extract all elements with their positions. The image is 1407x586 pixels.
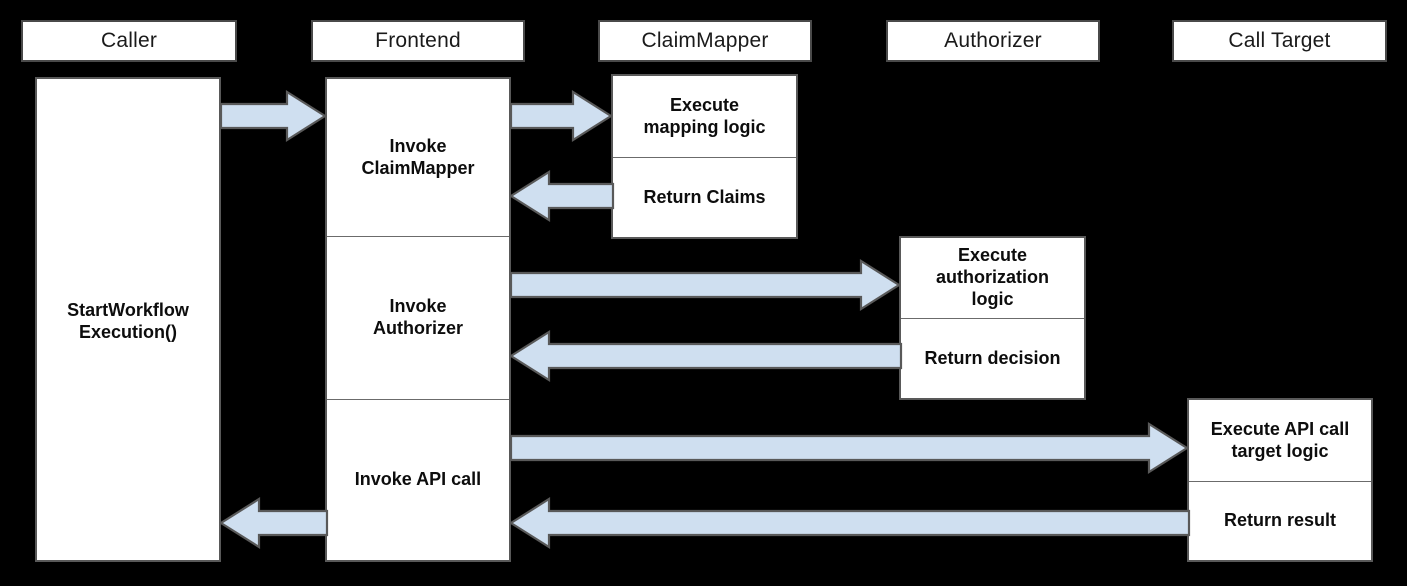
cell-caller-startworkflowexecution: StartWorkflow Execution() xyxy=(67,299,189,342)
lane-header-calltarget: Call Target xyxy=(1172,20,1387,62)
lane-header-caller-label: Caller xyxy=(100,29,158,52)
lane-header-claimmapper: ClaimMapper xyxy=(598,20,812,62)
lane-body-frontend: Invoke ClaimMapper Invoke Authorizer Inv… xyxy=(325,77,511,562)
cell-claimmapper-execute-mapping-logic: Execute mapping logic xyxy=(643,94,766,137)
arrow-authorizer-to-frontend xyxy=(508,330,903,382)
cell-authorizer-execute-authorization-logic: Execute authorization logic xyxy=(936,245,1049,309)
lane-header-frontend: Frontend xyxy=(311,20,525,62)
arrow-frontend-to-authorizer xyxy=(509,259,902,311)
lane-body-caller: StartWorkflow Execution() xyxy=(35,77,221,562)
divider-frontend-1 xyxy=(327,236,509,237)
lane-body-authorizer: Execute authorization logic Return decis… xyxy=(899,236,1086,400)
cell-frontend-invoke-api-call: Invoke API call xyxy=(354,469,482,490)
cell-frontend-invoke-claimmapper: Invoke ClaimMapper xyxy=(361,135,475,178)
lane-header-authorizer: Authorizer xyxy=(886,20,1100,62)
arrow-frontend-to-claimmapper xyxy=(509,90,614,142)
lane-body-claimmapper: Execute mapping logic Return Claims xyxy=(611,74,798,239)
lane-header-caller: Caller xyxy=(21,20,237,62)
cell-frontend-invoke-authorizer: Invoke Authorizer xyxy=(373,296,463,338)
lane-header-frontend-label: Frontend xyxy=(375,29,461,52)
divider-frontend-2 xyxy=(327,399,509,400)
lane-body-calltarget: Execute API call target logic Return res… xyxy=(1187,398,1373,562)
divider-claimmapper-1 xyxy=(613,157,796,158)
lane-header-authorizer-label: Authorizer xyxy=(944,29,1042,52)
arrow-calltarget-to-frontend xyxy=(508,497,1191,549)
cell-calltarget-execute-api-call-target-logic: Execute API call target logic xyxy=(1210,418,1350,461)
arrow-frontend-to-calltarget xyxy=(509,422,1190,474)
arrow-claimmapper-to-frontend xyxy=(508,170,615,222)
lane-header-claimmapper-label: ClaimMapper xyxy=(641,29,769,52)
lane-header-calltarget-label: Call Target xyxy=(1228,29,1331,52)
divider-authorizer-1 xyxy=(901,318,1084,319)
cell-authorizer-return-decision: Return decision xyxy=(924,347,1061,368)
divider-calltarget-1 xyxy=(1189,481,1371,482)
cell-calltarget-return-result: Return result xyxy=(1223,510,1337,531)
arrow-caller-to-frontend xyxy=(219,90,328,142)
arrow-frontend-to-caller xyxy=(218,497,329,549)
cell-claimmapper-return-claims: Return Claims xyxy=(643,186,766,207)
